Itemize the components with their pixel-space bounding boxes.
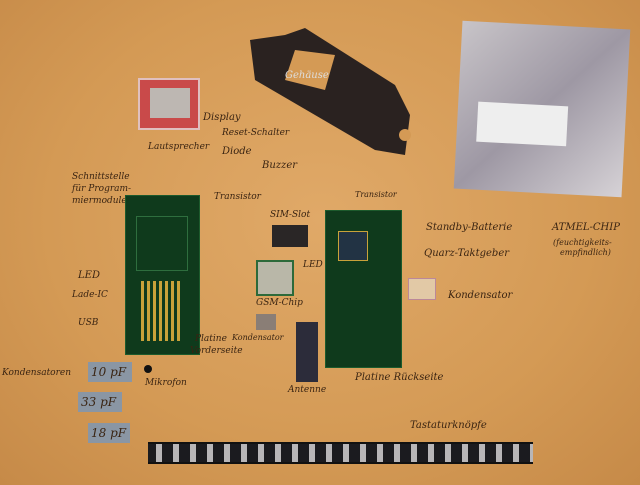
label-schnittstelle: Schnittstelle xyxy=(72,172,130,182)
capacitor-part xyxy=(256,314,276,330)
label-platine-vorne-2: Vorderseite xyxy=(190,346,243,356)
pcb-back xyxy=(325,210,402,368)
label-buzzer: Buzzer xyxy=(262,160,298,171)
label-display: Display xyxy=(203,112,241,123)
label-antenne: Antenne xyxy=(288,385,327,395)
antistatic-bag xyxy=(453,20,631,198)
label-led-1: LED xyxy=(78,270,100,281)
label-atmel: ATMEL-CHIP xyxy=(552,222,620,233)
label-kondensator-2: Kondensator xyxy=(448,290,513,301)
label-transistor-2: Transistor xyxy=(355,190,397,199)
housing-frame xyxy=(250,28,411,155)
label-atmel-note2: empfindlich) xyxy=(560,248,611,257)
label-reset: Reset-Schalter xyxy=(222,128,290,138)
keypad-strip xyxy=(148,442,533,464)
cap-10pf: 10 pF xyxy=(88,362,132,382)
sim-slot xyxy=(272,225,308,247)
label-schnittstelle-2: für Program- xyxy=(72,184,132,194)
label-platine-vorne: Platine xyxy=(195,334,227,344)
label-schnittstelle-3: miermodule xyxy=(72,196,127,206)
label-lade-ic: Lade-IC xyxy=(72,290,108,300)
label-sim: SIM-Slot xyxy=(270,210,311,220)
label-tastatur: Tastaturknöpfe xyxy=(410,420,487,431)
cap-33pf: 33 pF xyxy=(78,392,122,412)
capacitor-box xyxy=(408,278,436,300)
cap-18pf: 18 pF xyxy=(88,423,130,443)
display-module xyxy=(138,78,200,130)
label-quarz: Quarz-Taktgeber xyxy=(424,248,510,259)
label-led-2: LED xyxy=(303,260,323,270)
label-platine-rueck: Platine Rückseite xyxy=(355,372,444,383)
label-usb: USB xyxy=(78,318,99,328)
label-atmel-note: (feuchtigkeits- xyxy=(553,238,612,247)
pcb-front xyxy=(125,195,200,355)
label-lautsprecher: Lautsprecher xyxy=(148,142,210,152)
label-diode: Diode xyxy=(222,146,252,157)
microphone xyxy=(144,365,152,373)
label-kondensator-1: Kondensator xyxy=(232,333,284,342)
label-standby: Standby-Batterie xyxy=(426,222,513,233)
gsm-chip xyxy=(256,260,294,296)
label-gehaeuse: Gehäuse xyxy=(285,70,329,81)
label-gsm: GSM-Chip xyxy=(256,298,303,308)
label-transistor-1: Transistor xyxy=(214,192,261,202)
label-mikrofon: Mikrofon xyxy=(145,378,187,388)
label-kondensatoren: Kondensatoren xyxy=(2,368,72,378)
antenna xyxy=(296,322,318,382)
